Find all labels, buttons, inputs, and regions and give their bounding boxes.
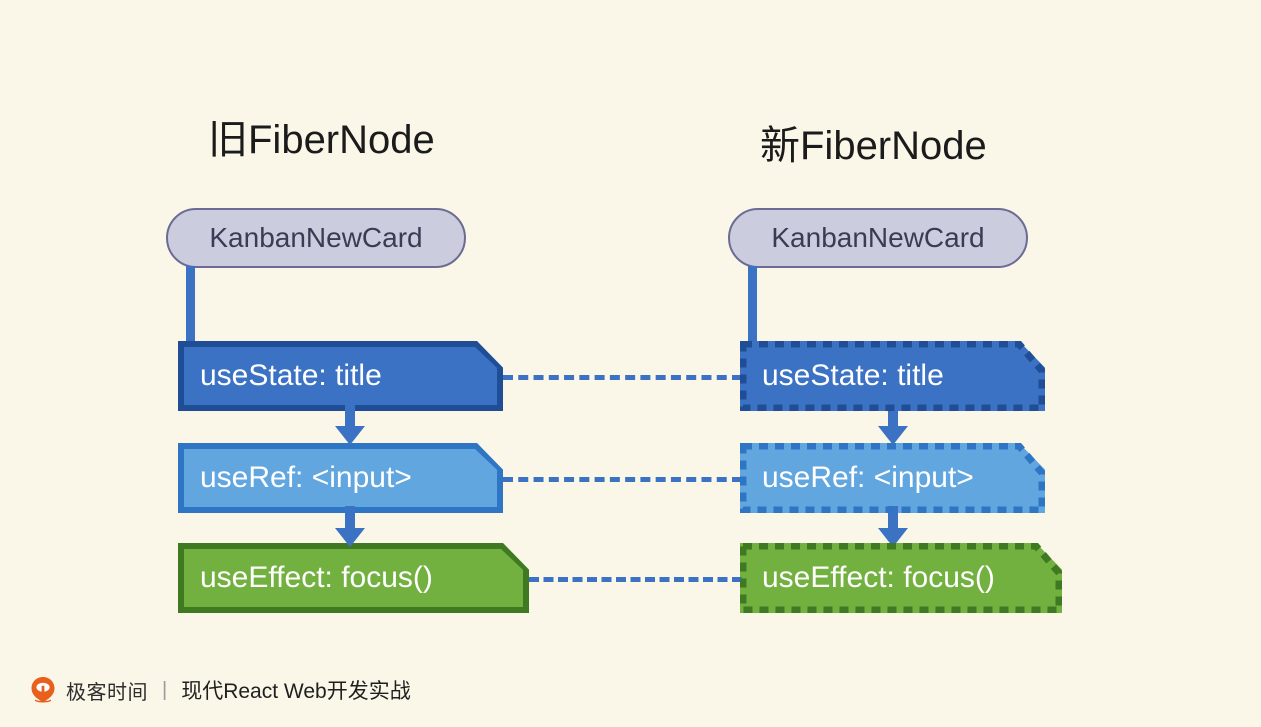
footer-course-title: 现代React Web开发实战: [181, 680, 411, 703]
footer-brand: 极客时间: [66, 681, 148, 704]
footer-watermark: 极客时间 | 现代React Web开发实战: [30, 673, 411, 707]
arrow-down-new-ref-to-effect: [876, 506, 910, 548]
link-dashed-useeffect: [529, 577, 742, 582]
component-node-new: KanbanNewCard: [728, 208, 1028, 268]
arrow-down-old-ref-to-effect: [333, 506, 367, 548]
link-dashed-usestate: [503, 375, 742, 380]
column-title-old: 旧FiberNode: [208, 118, 435, 162]
hook-fill-old-usestate: [184, 347, 497, 405]
hook-label-old-usestate: useState: title: [200, 359, 382, 392]
hook-box-old-useeffect: useEffect: focus(): [178, 543, 529, 613]
hook-label-new-useeffect: useEffect: focus(): [762, 561, 995, 594]
footer-separator: |: [162, 678, 168, 701]
hook-box-old-usestate: useState: title: [178, 341, 503, 411]
geekbang-logo-icon: [30, 676, 56, 704]
hook-label-new-useref: useRef: <input>: [762, 461, 974, 494]
arrow-down-old-state-to-ref: [333, 404, 367, 446]
hook-label-old-useref: useRef: <input>: [200, 461, 412, 494]
arrow-down-new-state-to-ref: [876, 404, 910, 446]
hook-label-old-useeffect: useEffect: focus(): [200, 561, 433, 594]
hook-fill-old-useref: [184, 449, 497, 507]
hook-box-new-useeffect: useEffect: focus(): [740, 543, 1062, 613]
component-node-old-label: KanbanNewCard: [209, 222, 423, 253]
hook-box-old-useref: useRef: <input>: [178, 443, 503, 513]
hook-box-new-usestate: useState: title: [740, 341, 1045, 411]
stem-connector-new: [748, 266, 757, 344]
hook-label-new-usestate: useState: title: [762, 359, 944, 392]
column-title-new: 新FiberNode: [760, 124, 987, 168]
stem-connector-old: [186, 266, 195, 344]
link-dashed-useref: [503, 477, 742, 482]
component-node-old: KanbanNewCard: [166, 208, 466, 268]
hook-fill-old-useeffect: [184, 549, 523, 607]
hook-box-new-useref: useRef: <input>: [740, 443, 1045, 513]
component-node-new-label: KanbanNewCard: [771, 222, 985, 253]
